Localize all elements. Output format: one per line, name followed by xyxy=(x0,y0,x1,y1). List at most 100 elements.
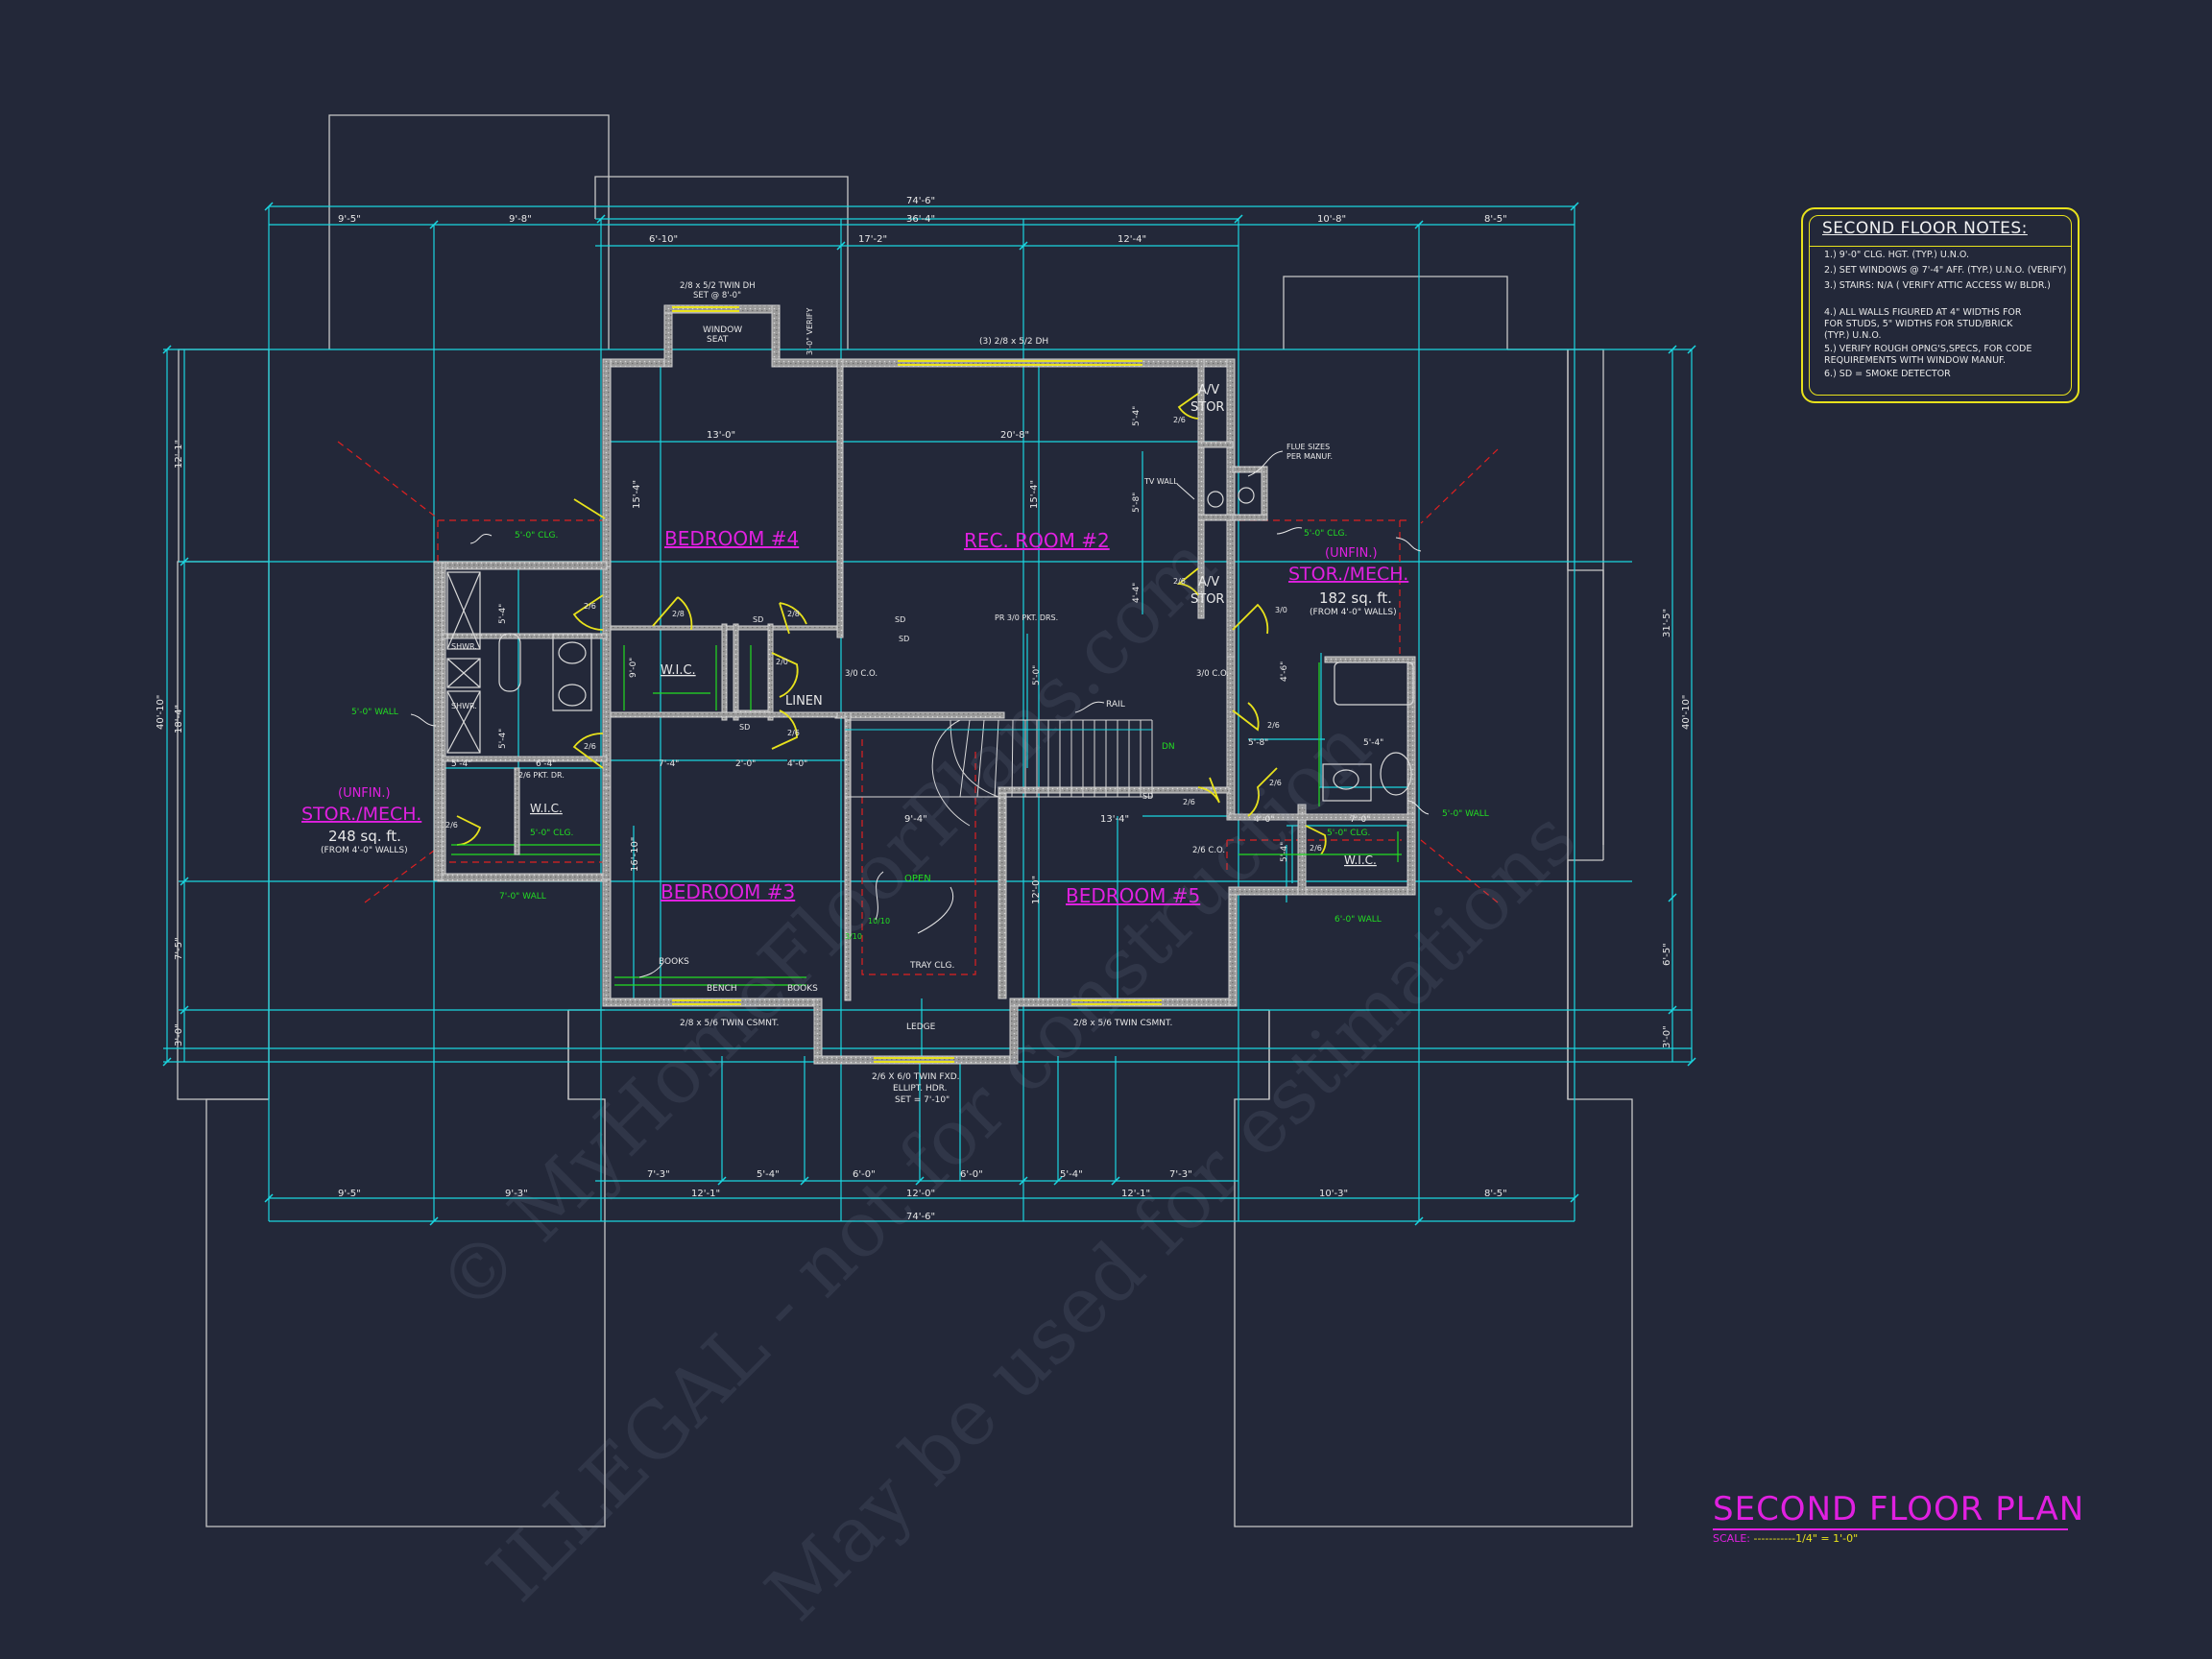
dim-bottom-row-1: 9'-3" xyxy=(505,1189,528,1199)
plan-title: SECOND FLOOR PLAN xyxy=(1713,1490,2085,1528)
dim-top-inner-0: 6'-10" xyxy=(649,234,678,245)
callout-wall-right1: 5'-0" WALL xyxy=(1442,809,1489,819)
label-window-seat: WINDOW xyxy=(703,325,742,335)
rdim-rec-h: 15'-4" xyxy=(1029,480,1040,509)
rdim-b5-w: 13'-4" xyxy=(1100,814,1129,825)
room-wic-b4: W.I.C. xyxy=(661,663,696,678)
rdim-left-d1: 6'-4" xyxy=(536,759,556,769)
rdim-right-d6: 5'-4" xyxy=(1280,842,1289,862)
rdim-right-d5: 4'-6" xyxy=(1280,661,1289,682)
label-sd-4: SD xyxy=(739,723,750,732)
label-sd-1: SD xyxy=(753,615,763,624)
rdim-b3-h: 16'-10" xyxy=(630,837,640,872)
fixtures xyxy=(446,487,1414,802)
dim-bottom-row-2: 12'-1" xyxy=(691,1189,720,1199)
rdim-wic-d2: 2'-0" xyxy=(735,759,756,769)
label-tv-wall: TV WALL xyxy=(1143,477,1178,486)
rdim-rec-w: 20'-8" xyxy=(1000,430,1029,441)
callout-door-26j: 2/6 xyxy=(1173,577,1186,586)
room-stor-top: STOR xyxy=(1190,400,1224,415)
room-area-note-right: (FROM 4'-0" WALLS) xyxy=(1310,608,1397,617)
room-bedroom4: BEDROOM #4 xyxy=(664,527,799,550)
room-area-left: 248 sq. ft. xyxy=(328,828,401,845)
note-line: 6.) SD = SMOKE DETECTOR xyxy=(1824,369,1951,379)
second-floor-notes: SECOND FLOOR NOTES: 1.) 9'-0" CLG. HGT. … xyxy=(1801,207,2080,403)
label-flue1: FLUE SIZES xyxy=(1286,443,1330,451)
rdim-hall-h: 5'-0" xyxy=(1032,665,1042,685)
notes-title: SECOND FLOOR NOTES: xyxy=(1822,219,2028,238)
room-linen: LINEN xyxy=(785,694,823,709)
rdim-av2-h: 4'-4" xyxy=(1132,583,1142,603)
note-line: 1.) 9'-0" CLG. HGT. (TYP.) U.N.O. xyxy=(1824,250,1970,260)
dim-right-row-1: 6'-5" xyxy=(1662,943,1672,966)
label-sd-5: SD xyxy=(1142,792,1153,801)
dim-bottom-row-3: 12'-0" xyxy=(906,1189,935,1199)
doors xyxy=(456,393,1327,855)
dim-right-total: 40'-10" xyxy=(1681,695,1692,730)
note-line: 5.) VERIFY ROUGH OPNG'S,SPECS, FOR CODE xyxy=(1824,344,2032,354)
callout-door-26i: 2/6 xyxy=(1173,416,1186,424)
room-unfin-right: (UNFIN.) xyxy=(1325,546,1378,561)
room-area-right: 182 sq. ft. xyxy=(1319,589,1392,607)
note-line: 3.) STAIRS: N/A ( VERIFY ATTIC ACCESS W/… xyxy=(1824,280,2051,291)
callout-wall-right2: 6'-0" WALL xyxy=(1334,915,1382,925)
callout-co1: 3/0 C.O. xyxy=(845,669,878,679)
dim-bottom-total: 74'-6" xyxy=(906,1212,935,1222)
dim-top-row-2: 10'-8" xyxy=(1317,214,1346,225)
rdim-left-d3: 5'-4" xyxy=(498,604,508,624)
room-bedroom5: BEDROOM #5 xyxy=(1066,884,1200,907)
room-stor-bottom: STOR xyxy=(1190,592,1224,607)
dim-bottom-row-5: 10'-3" xyxy=(1319,1189,1348,1199)
label-rail: RAIL xyxy=(1106,700,1125,709)
callout-door-28b: 2/8 xyxy=(787,610,800,618)
label-books-2: BOOKS xyxy=(787,984,818,994)
callout-door-26b: 2/6 xyxy=(584,742,596,751)
dim-left-row-1: 18'-4" xyxy=(174,705,184,733)
rdim-left-d2: 5'-4" xyxy=(451,759,471,769)
room-shwr1: SHWR. xyxy=(451,642,477,651)
rdim-tv-h: 5'-8" xyxy=(1132,493,1142,513)
callout-clg-right2: 5'-0" CLG. xyxy=(1327,829,1370,838)
dim-left-total: 40'-10" xyxy=(156,695,166,730)
room-wic-b5: W.I.C. xyxy=(1344,854,1377,867)
room-bedroom3: BEDROOM #3 xyxy=(661,880,795,903)
rdim-wic-d3: 4'-0" xyxy=(787,759,807,769)
callout-clg-right: 5'-0" CLG. xyxy=(1304,529,1347,539)
room-wic-b3: W.I.C. xyxy=(530,802,563,815)
label-sd-3: SD xyxy=(899,635,909,643)
room-area-note-left: (FROM 4'-0" WALLS) xyxy=(321,846,408,855)
callout-co2: 3/0 C.O. xyxy=(1196,669,1229,679)
dim-left-row-2: 7'-5" xyxy=(174,937,184,960)
callout-co3: 2/6 C.O. xyxy=(1192,846,1225,855)
callout-door-310: 3/10 xyxy=(845,932,862,941)
note-line: REQUIREMENTS WITH WINDOW MANUF. xyxy=(1824,355,2006,366)
label-tray: TRAY CLG. xyxy=(909,961,954,971)
rdim-b4-w: 13'-0" xyxy=(707,430,735,441)
dim-bottom-inner-0: 7'-3" xyxy=(647,1169,670,1180)
room-unfin-left: (UNFIN.) xyxy=(338,786,391,801)
notes-divider xyxy=(1809,246,2072,247)
dim-right-row-2: 3'-0" xyxy=(1662,1025,1672,1048)
room-rec-room: REC. ROOM #2 xyxy=(964,529,1110,552)
plan-scale: SCALE: -----------1/4" = 1'-0" xyxy=(1713,1532,1858,1545)
room-stormech-right: STOR./MECH. xyxy=(1288,564,1408,585)
rdim-left-d4: 5'-4" xyxy=(498,729,508,749)
dimension-ticks xyxy=(162,202,1696,1226)
dim-right-row-0: 31'-5" xyxy=(1662,609,1672,637)
dim-bottom-inner-2: 6'-0" xyxy=(853,1169,876,1180)
callout-win-rec: (3) 2/8 x 5/2 DH xyxy=(979,337,1048,347)
hidden-lines xyxy=(337,441,1499,975)
label-bench: BENCH xyxy=(707,984,737,994)
dim-bottom-inner-5: 7'-3" xyxy=(1169,1169,1192,1180)
callout-win-top: 2/8 x 5/2 TWIN DH xyxy=(680,281,756,291)
callout-door-30: 3/0 xyxy=(1275,606,1287,614)
room-shwr2: SHWR. xyxy=(451,702,477,710)
green-lines xyxy=(451,645,1402,986)
scale-value: -----------1/4" = 1'-0" xyxy=(1753,1532,1859,1545)
callout-door-1010: 10/10 xyxy=(868,917,890,926)
windows xyxy=(672,306,1162,1063)
rdim-open-w: 9'-4" xyxy=(904,814,927,825)
callout-door-26f: 2/6 xyxy=(1183,798,1195,806)
rdim-wic-d4: 9'-0" xyxy=(629,658,638,678)
